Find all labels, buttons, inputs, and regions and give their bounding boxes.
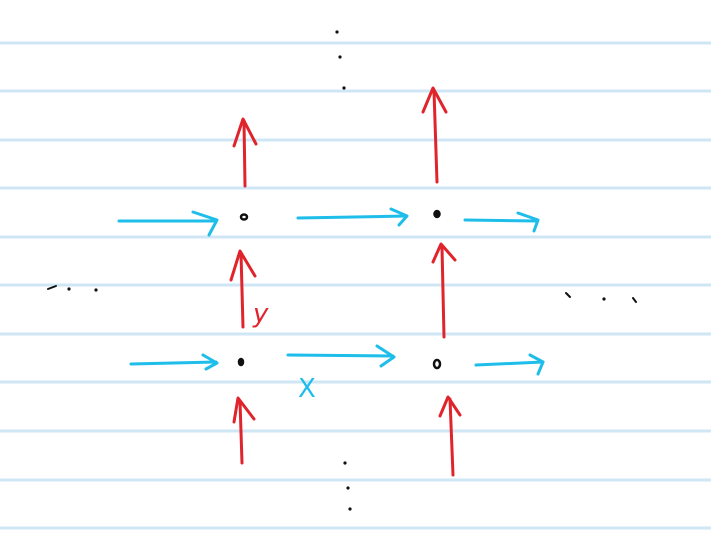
arrow-up-icon xyxy=(431,242,457,339)
lattice-point-icon xyxy=(237,357,245,367)
ellipsis-marks xyxy=(47,30,637,511)
y-axis-label: y xyxy=(252,299,269,329)
ruled-lines xyxy=(0,41,711,530)
arrow-up-icon xyxy=(232,396,256,465)
arrow-right-icon xyxy=(296,207,409,227)
arrow-up-icon xyxy=(229,249,257,329)
horizontal-arrows xyxy=(117,207,545,376)
arrow-right-icon xyxy=(129,353,219,371)
ellipsis-icon xyxy=(343,461,352,511)
ellipsis-icon xyxy=(47,285,98,292)
lattice-points xyxy=(237,209,442,370)
lattice-point-icon xyxy=(432,358,442,370)
lattice-point-icon xyxy=(239,213,249,221)
ellipsis-icon xyxy=(565,292,637,303)
lattice-point-icon xyxy=(433,209,441,219)
x-axis-label: X xyxy=(298,374,316,404)
ellipsis-icon xyxy=(335,30,346,90)
arrow-up-icon xyxy=(232,117,258,188)
arrow-right-icon xyxy=(474,353,545,376)
arrow-up-icon xyxy=(421,86,448,184)
vertical-arrows xyxy=(229,86,462,477)
arrow-up-icon xyxy=(438,395,462,477)
arrow-right-icon xyxy=(286,344,396,368)
arrow-right-icon xyxy=(463,211,540,233)
arrow-right-icon xyxy=(117,210,219,237)
